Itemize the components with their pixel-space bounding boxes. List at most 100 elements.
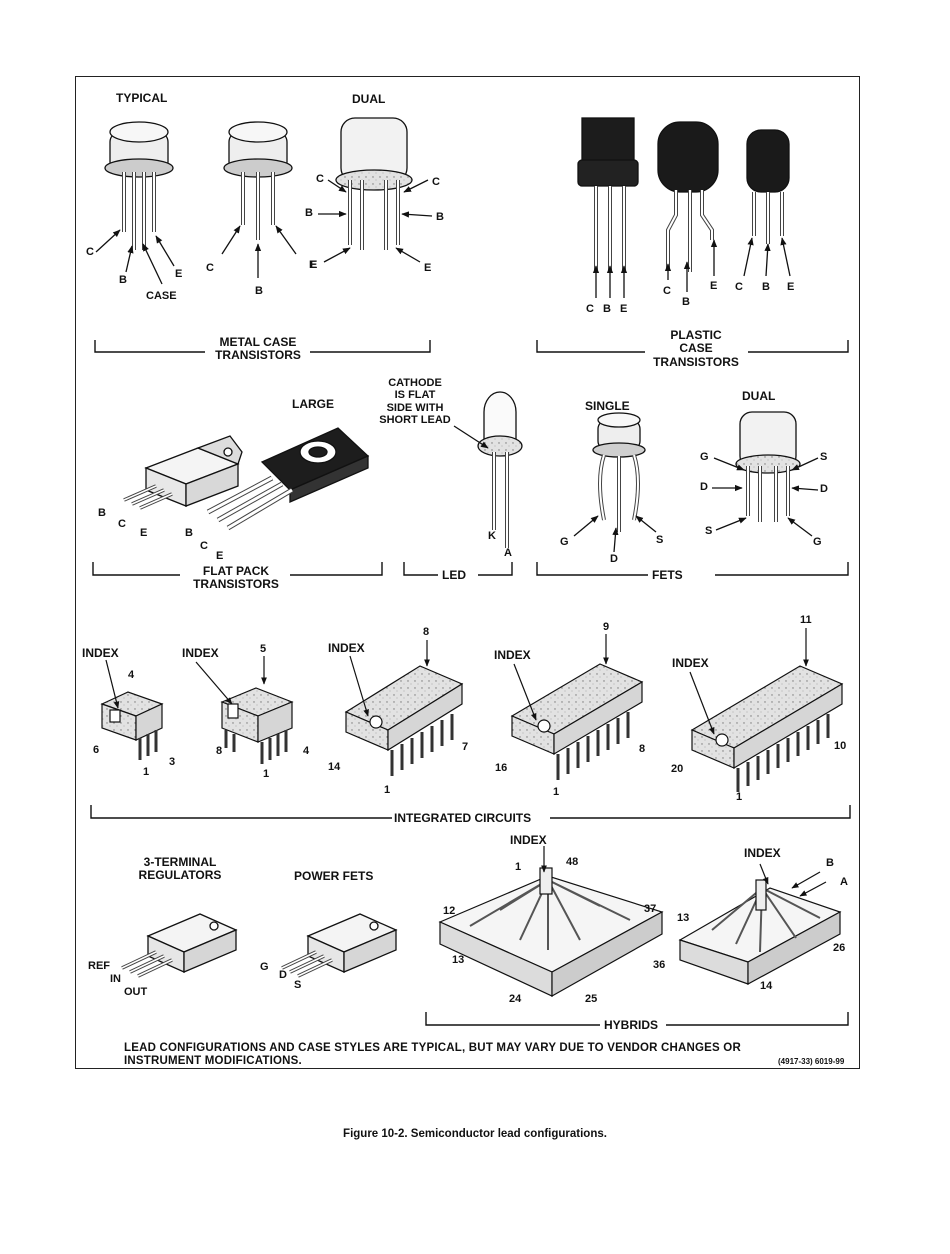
pin-number: 8 bbox=[216, 745, 223, 757]
pin-number: 12 bbox=[443, 905, 456, 917]
pin-label: G bbox=[700, 451, 709, 463]
section-led: LED bbox=[442, 568, 466, 582]
label-regulators: 3-TERMINAL REGULATORS bbox=[138, 855, 222, 883]
hybrid-package-1 bbox=[438, 867, 664, 998]
pin-number: 1 bbox=[736, 791, 743, 803]
pin-label: B bbox=[305, 207, 313, 219]
pin-label: E bbox=[787, 281, 795, 293]
footnote: LEAD CONFIGURATIONS AND CASE STYLES ARE … bbox=[124, 1042, 741, 1068]
ic-package-4 bbox=[510, 663, 644, 780]
ic-package-5 bbox=[690, 665, 844, 792]
led-component bbox=[453, 391, 523, 548]
pin-label: S bbox=[705, 525, 713, 537]
plastic-transistor-3 bbox=[743, 129, 791, 277]
pin-number: 16 bbox=[495, 762, 508, 774]
pin-label: B bbox=[826, 857, 834, 869]
footnote-line-2: INSTRUMENT MODIFICATIONS. bbox=[124, 1055, 302, 1068]
pin-label: CASE bbox=[146, 290, 177, 302]
pin-label: E bbox=[424, 262, 432, 274]
pin-label: B bbox=[119, 274, 127, 286]
pin-label: C bbox=[663, 285, 671, 297]
drawing-code: (4917-33) 6019-99 bbox=[778, 1057, 845, 1066]
pin-number: 9 bbox=[603, 621, 610, 633]
power-fet-component bbox=[281, 913, 398, 978]
label-power-fets: POWER FETS bbox=[294, 869, 374, 883]
pin-number: 24 bbox=[509, 993, 522, 1005]
pin-number: 25 bbox=[585, 993, 598, 1005]
pin-label: C bbox=[206, 262, 214, 274]
plastic-transistor-1 bbox=[577, 117, 639, 298]
index-label: INDEX bbox=[82, 646, 119, 660]
section-integrated-circuits: INTEGRATED CIRCUITS bbox=[394, 811, 532, 825]
pin-label: C bbox=[432, 176, 440, 188]
pin-number: 8 bbox=[423, 626, 430, 638]
pin-number: 3 bbox=[169, 756, 176, 768]
ic-package-2 bbox=[220, 687, 294, 764]
pin-label: S bbox=[820, 451, 828, 463]
metal-can-transistor-2 bbox=[221, 121, 297, 278]
pin-label: B bbox=[436, 211, 444, 223]
pin-label: B bbox=[603, 303, 611, 315]
pin-number: 1 bbox=[143, 766, 150, 778]
label-dual-fet: DUAL bbox=[742, 389, 776, 403]
led-note: CATHODE IS FLAT SIDE WITH SHORT LEAD bbox=[379, 377, 451, 426]
pin-label: OUT bbox=[124, 986, 148, 998]
ic-package-3 bbox=[344, 665, 464, 776]
pin-number: 1 bbox=[263, 768, 270, 780]
pin-label: D bbox=[279, 969, 287, 981]
figure-caption: Figure 10-2. Semiconductor lead configur… bbox=[343, 1128, 607, 1140]
label-dual-metal: DUAL bbox=[352, 92, 386, 106]
pin-number: 7 bbox=[462, 741, 469, 753]
pin-label: IN bbox=[110, 973, 121, 985]
ic-package-1 bbox=[100, 691, 164, 760]
section-hybrids: HYBRIDS bbox=[604, 1018, 659, 1032]
pin-label: D bbox=[610, 553, 618, 565]
pin-number: 20 bbox=[671, 763, 684, 775]
pin-number: 48 bbox=[566, 856, 579, 868]
fet-single bbox=[573, 412, 657, 553]
fet-dual bbox=[712, 411, 819, 537]
pin-label: G bbox=[813, 536, 822, 548]
section-plastic-case: PLASTIC CASE TRANSISTORS bbox=[653, 328, 739, 369]
index-label: INDEX bbox=[494, 648, 531, 662]
pin-number: 26 bbox=[833, 942, 846, 954]
index-label: INDEX bbox=[672, 656, 709, 670]
pin-number: 1 bbox=[553, 786, 560, 798]
pin-number: 36 bbox=[653, 959, 666, 971]
pin-number: 13 bbox=[452, 954, 465, 966]
regulator-component bbox=[121, 913, 238, 978]
section-metal-case: METAL CASE TRANSISTORS bbox=[215, 335, 301, 363]
metal-can-transistor-typical bbox=[95, 121, 175, 285]
pin-number: 13 bbox=[677, 912, 690, 924]
pin-label: B bbox=[255, 285, 263, 297]
pin-label: B bbox=[682, 296, 690, 308]
pin-number: 14 bbox=[760, 980, 773, 992]
pin-label: E bbox=[175, 268, 183, 280]
pin-label: C bbox=[735, 281, 743, 293]
pin-label: REF bbox=[88, 960, 110, 972]
pin-label: D bbox=[820, 483, 828, 495]
pin-label: S bbox=[656, 534, 664, 546]
section-brackets bbox=[90, 340, 851, 1026]
figure-frame bbox=[75, 76, 860, 1069]
plastic-transistor-2 bbox=[657, 121, 719, 292]
pin-number: 10 bbox=[834, 740, 847, 752]
index-label: INDEX bbox=[328, 641, 365, 655]
pin-number: 1 bbox=[384, 784, 391, 796]
metal-can-transistor-dual bbox=[318, 117, 433, 263]
label-single: SINGLE bbox=[585, 399, 630, 413]
section-flat-pack: FLAT PACK TRANSISTORS bbox=[193, 564, 279, 592]
pin-label: A bbox=[840, 876, 848, 888]
pin-number: 4 bbox=[128, 669, 135, 681]
pin-number: 4 bbox=[303, 745, 310, 757]
pin-label: E bbox=[310, 259, 318, 271]
index-label: INDEX bbox=[510, 833, 547, 847]
pin-label: K bbox=[488, 530, 496, 542]
pin-label: E bbox=[140, 527, 148, 539]
label-typical: TYPICAL bbox=[116, 91, 168, 105]
pin-label: B bbox=[98, 507, 106, 519]
pin-number: 6 bbox=[93, 744, 100, 756]
pin-label: C bbox=[86, 246, 94, 258]
pin-label: E bbox=[620, 303, 628, 315]
